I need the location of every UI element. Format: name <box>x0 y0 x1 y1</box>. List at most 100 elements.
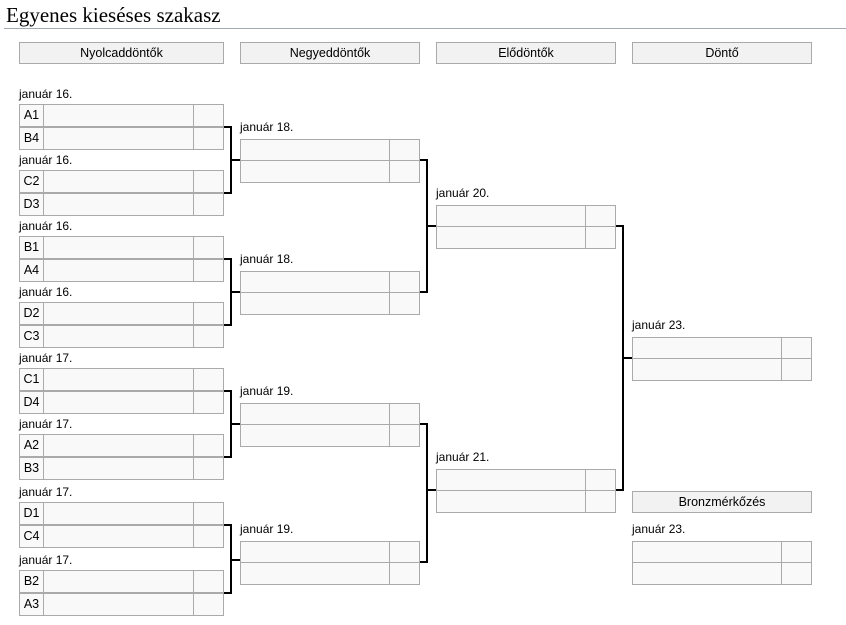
score-cell <box>194 503 223 524</box>
team-name-cell <box>44 303 194 324</box>
score-cell <box>194 571 223 592</box>
score-cell <box>194 171 223 192</box>
score-cell <box>782 542 811 563</box>
team-name-cell <box>44 237 194 258</box>
team-name-cell <box>44 503 194 524</box>
seed-label: D2 <box>20 303 44 324</box>
match-row-bottom: D4 <box>19 391 224 414</box>
match-date: január 18. <box>240 252 294 266</box>
team-name-cell <box>437 470 586 491</box>
score-cell <box>194 369 223 390</box>
match-row-top: D2 <box>19 302 224 325</box>
team-name-cell <box>241 404 390 425</box>
match-row-bottom <box>240 160 420 183</box>
score-cell <box>782 338 811 359</box>
team-name-cell <box>44 260 194 281</box>
match-row-top <box>436 469 616 492</box>
score-cell <box>194 128 223 149</box>
team-name-cell <box>633 563 782 584</box>
bracket-connector <box>420 423 428 425</box>
bracket-connector <box>622 357 632 359</box>
team-name-cell <box>241 563 390 584</box>
score-cell <box>390 272 419 293</box>
match-row-top <box>632 541 812 564</box>
match-row-bottom: B4 <box>19 127 224 150</box>
match-date: január 17. <box>19 485 73 499</box>
round-header-bronze: Bronzmérkőzés <box>632 491 812 513</box>
match-row-bottom: D3 <box>19 193 224 216</box>
match-row-bottom <box>436 226 616 249</box>
match-row-bottom: B3 <box>19 457 224 480</box>
match-date: január 16. <box>19 87 73 101</box>
bracket-connector <box>616 225 624 227</box>
seed-label: D1 <box>20 503 44 524</box>
score-cell <box>194 526 223 547</box>
match-date: január 16. <box>19 285 73 299</box>
seed-label: B1 <box>20 237 44 258</box>
seed-label: B3 <box>20 458 44 479</box>
seed-label: C3 <box>20 326 44 347</box>
team-name-cell <box>241 140 390 161</box>
match-row-top <box>240 271 420 294</box>
team-name-cell <box>241 161 390 182</box>
team-name-cell <box>241 272 390 293</box>
bracket-connector <box>224 258 232 260</box>
seed-label: D3 <box>20 194 44 215</box>
match-date: január 16. <box>19 219 73 233</box>
team-name-cell <box>44 105 194 126</box>
round-header-round16: Nyolcaddöntők <box>19 42 224 64</box>
match-row-bottom <box>632 358 812 381</box>
score-cell <box>782 359 811 380</box>
match-date: január 16. <box>19 153 73 167</box>
bracket-connector <box>420 561 428 563</box>
score-cell <box>194 237 223 258</box>
match-row-top: C2 <box>19 170 224 193</box>
seed-label: C1 <box>20 369 44 390</box>
bracket-connector <box>224 126 232 128</box>
team-name-cell <box>437 491 586 512</box>
match-date: január 23. <box>632 318 686 332</box>
bracket-connector <box>224 192 232 194</box>
seed-label: A2 <box>20 435 44 456</box>
match-date: január 17. <box>19 553 73 567</box>
round-header-final: Döntő <box>632 42 812 64</box>
score-cell <box>194 435 223 456</box>
score-cell <box>390 542 419 563</box>
match-date: január 17. <box>19 417 73 431</box>
score-cell <box>390 161 419 182</box>
match-date: január 19. <box>240 522 294 536</box>
score-cell <box>390 425 419 446</box>
score-cell <box>390 140 419 161</box>
match-date: január 20. <box>436 186 490 200</box>
score-cell <box>194 392 223 413</box>
title-divider <box>4 28 846 29</box>
seed-label: A4 <box>20 260 44 281</box>
team-name-cell <box>44 458 194 479</box>
bracket-connector <box>426 423 428 563</box>
team-name-cell <box>241 542 390 563</box>
match-row-bottom: C4 <box>19 525 224 548</box>
match-date: január 17. <box>19 351 73 365</box>
score-cell <box>194 458 223 479</box>
score-cell <box>194 326 223 347</box>
page-title: Egyenes kieséses szakasz <box>6 3 221 27</box>
match-date: január 18. <box>240 120 294 134</box>
seed-label: C2 <box>20 171 44 192</box>
bracket-connector <box>420 291 428 293</box>
match-row-bottom <box>240 292 420 315</box>
team-name-cell <box>44 194 194 215</box>
seed-label: B2 <box>20 571 44 592</box>
match-date: január 19. <box>240 384 294 398</box>
match-row-bottom <box>436 490 616 513</box>
score-cell <box>586 206 615 227</box>
match-row-bottom <box>240 424 420 447</box>
score-cell <box>194 303 223 324</box>
score-cell <box>390 293 419 314</box>
match-row-top <box>240 541 420 564</box>
score-cell <box>782 563 811 584</box>
match-row-top: A2 <box>19 434 224 457</box>
bracket-connector <box>224 456 232 458</box>
match-row-top <box>436 205 616 228</box>
bracket-connector <box>426 489 436 491</box>
score-cell <box>194 260 223 281</box>
